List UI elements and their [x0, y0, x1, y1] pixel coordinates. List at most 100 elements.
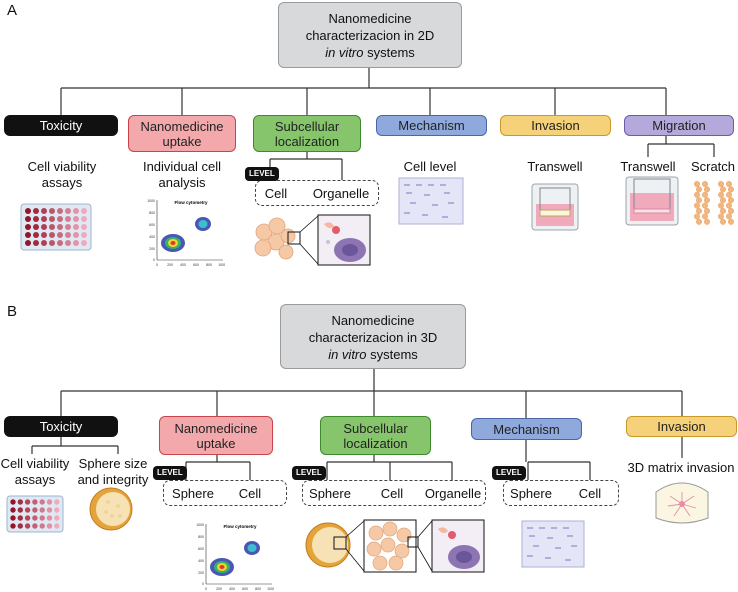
- well: [41, 240, 47, 246]
- svg-text:600: 600: [242, 587, 248, 591]
- b-uptake-box: Nanomedicine uptake: [159, 416, 273, 455]
- well: [65, 240, 71, 246]
- scratch-cell: [718, 213, 725, 220]
- well: [33, 224, 39, 230]
- scratch-cell: [728, 197, 734, 204]
- svg-text:1000: 1000: [218, 263, 225, 267]
- well: [39, 515, 45, 521]
- well: [57, 224, 63, 230]
- well: [81, 216, 87, 222]
- scratch-cell: [701, 202, 708, 209]
- well: [17, 515, 23, 521]
- well: [32, 507, 38, 513]
- b-flow-cytometry-plot-icon: Flow cytometry 1000 800 600 400 200 0 0 …: [196, 523, 274, 591]
- b-uptake-item-sphere: Sphere: [172, 486, 214, 501]
- well: [33, 208, 39, 214]
- well: [73, 240, 79, 246]
- svg-text:1000: 1000: [267, 587, 274, 591]
- a-localization-item-cell: Cell: [264, 186, 288, 201]
- well: [41, 216, 47, 222]
- scratch-cell: [703, 186, 710, 193]
- scratch-cell: [695, 186, 702, 193]
- well: [73, 232, 79, 238]
- well: [17, 499, 23, 505]
- well: [65, 232, 71, 238]
- b-localization-item-cell: Cell: [380, 486, 404, 501]
- a-uptake-sub1: Individual cell: [142, 159, 222, 174]
- panel-a-root-line1: Nanomedicine: [328, 11, 412, 26]
- a-uptake-box: Nanomedicine uptake: [128, 115, 236, 152]
- b-mechanism-item-cell: Cell: [578, 486, 602, 501]
- panel-b-root-box: Nanomedicine characterizacion in 3D in v…: [280, 304, 466, 369]
- panel-b-root-line1: Nanomedicine: [331, 313, 415, 328]
- svg-text:1000: 1000: [147, 199, 155, 203]
- a-localization-item-organelle: Organelle: [312, 186, 370, 201]
- b-localization-level-tag: LEVEL: [292, 466, 326, 480]
- b-sphere-cell-organelle-zoom-icon: [305, 519, 485, 573]
- a-invasion-box: Invasion: [500, 115, 611, 136]
- svg-text:1000: 1000: [196, 523, 204, 527]
- well: [39, 499, 45, 505]
- svg-text:Flow cytometry: Flow cytometry: [223, 524, 257, 529]
- well: [57, 232, 63, 238]
- svg-text:400: 400: [180, 263, 186, 267]
- svg-text:200: 200: [149, 247, 155, 251]
- svg-text:400: 400: [198, 559, 204, 563]
- well: [10, 499, 16, 505]
- scratch-cell: [695, 197, 702, 204]
- scratch-cell: [718, 181, 725, 187]
- a-toxicity-sub2: assays: [41, 175, 83, 190]
- a-localization-box: Subcellular localization: [253, 115, 361, 152]
- well: [32, 499, 38, 505]
- panel-a-root-line3: in vitro systems: [325, 45, 415, 60]
- well: [25, 208, 31, 214]
- well: [41, 208, 47, 214]
- scratch-cell: [720, 186, 727, 193]
- well: [49, 208, 55, 214]
- scratch-cell: [701, 191, 708, 198]
- a-scratch-assay-icon: [694, 181, 734, 225]
- svg-text:800: 800: [255, 587, 261, 591]
- a-flow-cytometry-plot-icon: Flow cytometry 1000 800 600 400 200 0 0 …: [147, 199, 225, 267]
- well: [81, 224, 87, 230]
- panel-a-root-box: Nanomedicine characterizacion in 2D in v…: [278, 2, 462, 68]
- well: [10, 515, 16, 521]
- b-toxicity-item-sphere-size: Sphere size and integrity: [77, 456, 149, 487]
- a-well-plate-icon: [20, 203, 92, 251]
- scratch-cell: [703, 197, 710, 204]
- b-toxicity-box: Toxicity: [4, 416, 118, 437]
- a-toxicity-box: Toxicity: [4, 115, 118, 136]
- scratch-cell: [701, 181, 708, 187]
- svg-text:600: 600: [198, 547, 204, 551]
- panel-a-label: A: [7, 2, 18, 19]
- b-localization-dashed-group: [302, 480, 486, 506]
- b-mechanism-box: Mechanism: [471, 418, 582, 440]
- well: [33, 216, 39, 222]
- b-localization-item-sphere: Sphere: [309, 486, 351, 501]
- well: [81, 240, 87, 246]
- well: [41, 224, 47, 230]
- svg-text:600: 600: [193, 263, 199, 267]
- svg-text:0: 0: [156, 263, 158, 267]
- svg-text:400: 400: [229, 587, 235, 591]
- well: [33, 232, 39, 238]
- well: [57, 216, 63, 222]
- well: [73, 224, 79, 230]
- svg-text:800: 800: [198, 535, 204, 539]
- well: [54, 507, 60, 513]
- b-invasion-box: Invasion: [626, 416, 737, 437]
- scratch-cell: [718, 191, 725, 198]
- scratch-cell: [695, 218, 702, 225]
- scratch-cell: [728, 186, 734, 193]
- well: [25, 232, 31, 238]
- well: [49, 240, 55, 246]
- b-uptake-dashed-group: [163, 480, 287, 506]
- well: [46, 507, 53, 513]
- well: [17, 507, 23, 513]
- well: [54, 523, 60, 529]
- well: [46, 523, 53, 529]
- b-uptake-item-cell: Cell: [238, 486, 262, 501]
- well: [25, 216, 31, 222]
- well: [81, 208, 87, 214]
